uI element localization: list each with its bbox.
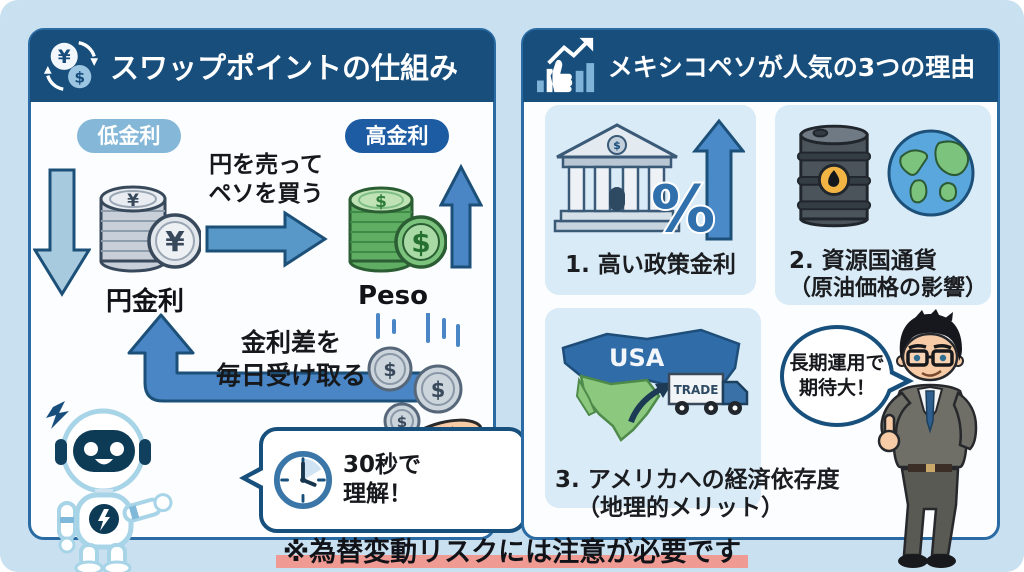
high-rate-pill: 高金利 bbox=[345, 119, 449, 153]
reason-3-caption-line1: 3. アメリカへの経済依存度 bbox=[555, 467, 840, 493]
yen-symbol: ¥ bbox=[58, 47, 71, 68]
oil-barrel-icon bbox=[796, 124, 872, 228]
advisor-bubble-text: 長期運用で 期待大！ bbox=[789, 352, 885, 399]
bubble-tail-inner bbox=[248, 469, 265, 487]
reason-2-caption-line2: （原油価格の影響） bbox=[789, 276, 988, 301]
left-panel-header: ¥ $ スワップポイントの仕組み bbox=[30, 30, 494, 102]
up-arrow-icon bbox=[439, 163, 483, 269]
dollar-symbol: $ bbox=[613, 139, 621, 152]
yen-symbol: ¥ bbox=[165, 225, 185, 258]
dollar-symbol: $ bbox=[375, 192, 387, 212]
robot-bubble-text: 30秒で 理解！ bbox=[343, 452, 422, 507]
low-rate-pill: 低金利 bbox=[77, 119, 181, 153]
dollar-symbol: $ bbox=[383, 359, 396, 381]
robot-speech-bubble: 30秒で 理解！ bbox=[239, 427, 527, 533]
dollar-symbol: $ bbox=[411, 226, 430, 259]
reason-card-2: 2. 資源国通貨 （原油価格の影響） bbox=[775, 105, 991, 305]
note-underline bbox=[276, 555, 748, 568]
right-panel-header: メキシコペソが人気の3つの理由 bbox=[523, 30, 998, 102]
clock-icon bbox=[273, 450, 333, 510]
yen-symbol: ¥ bbox=[127, 191, 139, 211]
advisor-speech-bubble: 長期運用で 期待大！ bbox=[780, 325, 914, 427]
reason-card-3: USA TRADE 3. アメリカへの経済依存度 （地理的メリット） bbox=[545, 308, 840, 521]
dollar-symbol: $ bbox=[74, 68, 85, 86]
bubble-tail-inner bbox=[888, 373, 904, 389]
thumbs-up-chart-icon bbox=[537, 37, 595, 93]
yen-coins-icon: ¥ ¥ bbox=[99, 185, 201, 273]
yen-coins-label: 円金利 bbox=[105, 287, 184, 317]
left-panel-title: スワップポイントの仕組み bbox=[109, 51, 458, 85]
flow-text: 円を売って ペソを買う bbox=[208, 152, 324, 208]
trade-truck-icon: TRADE bbox=[667, 372, 749, 415]
right-arrow-icon bbox=[205, 210, 328, 268]
reason-3-caption-line2: （地理的メリット） bbox=[577, 495, 784, 521]
currency-exchange-icon: ¥ $ bbox=[43, 41, 99, 91]
dollar-symbol: $ bbox=[397, 413, 407, 431]
bank-rate-icon: $ % bbox=[553, 118, 745, 243]
trade-label: TRADE bbox=[674, 383, 719, 397]
reason-2-caption-line1: 2. 資源国通貨 bbox=[789, 248, 937, 274]
reason-card-1: $ % 1. 高い政策金利 bbox=[545, 105, 756, 295]
peso-reasons-panel: メキシコペソが人気の3つの理由 $ bbox=[521, 28, 1000, 568]
usa-label: USA bbox=[609, 344, 665, 372]
peso-coins-label: Peso bbox=[357, 281, 429, 311]
robot-mascot bbox=[46, 401, 173, 572]
businessman-character bbox=[877, 309, 978, 568]
reason-1-caption: 1. 高い政策金利 bbox=[565, 252, 736, 278]
benefit-text: 金利差を 毎日受け取る bbox=[215, 328, 366, 390]
right-panel-title: メキシコペソが人気の3つの理由 bbox=[607, 53, 976, 82]
down-arrow-icon bbox=[33, 168, 91, 297]
percent-symbol: % bbox=[651, 173, 715, 243]
dollar-symbol: $ bbox=[431, 378, 446, 402]
usa-mexico-map-icon: USA TRADE bbox=[561, 328, 749, 442]
bank-icon: $ bbox=[553, 123, 681, 233]
swap-points-panel: ¥ $ スワップポイントの仕組み 低金利 高金利 ¥ bbox=[28, 28, 527, 572]
risk-note: ※為替変動リスクには注意が必要です bbox=[282, 537, 742, 568]
globe-icon bbox=[887, 129, 975, 217]
peso-coins-icon: $ $ bbox=[348, 186, 447, 273]
